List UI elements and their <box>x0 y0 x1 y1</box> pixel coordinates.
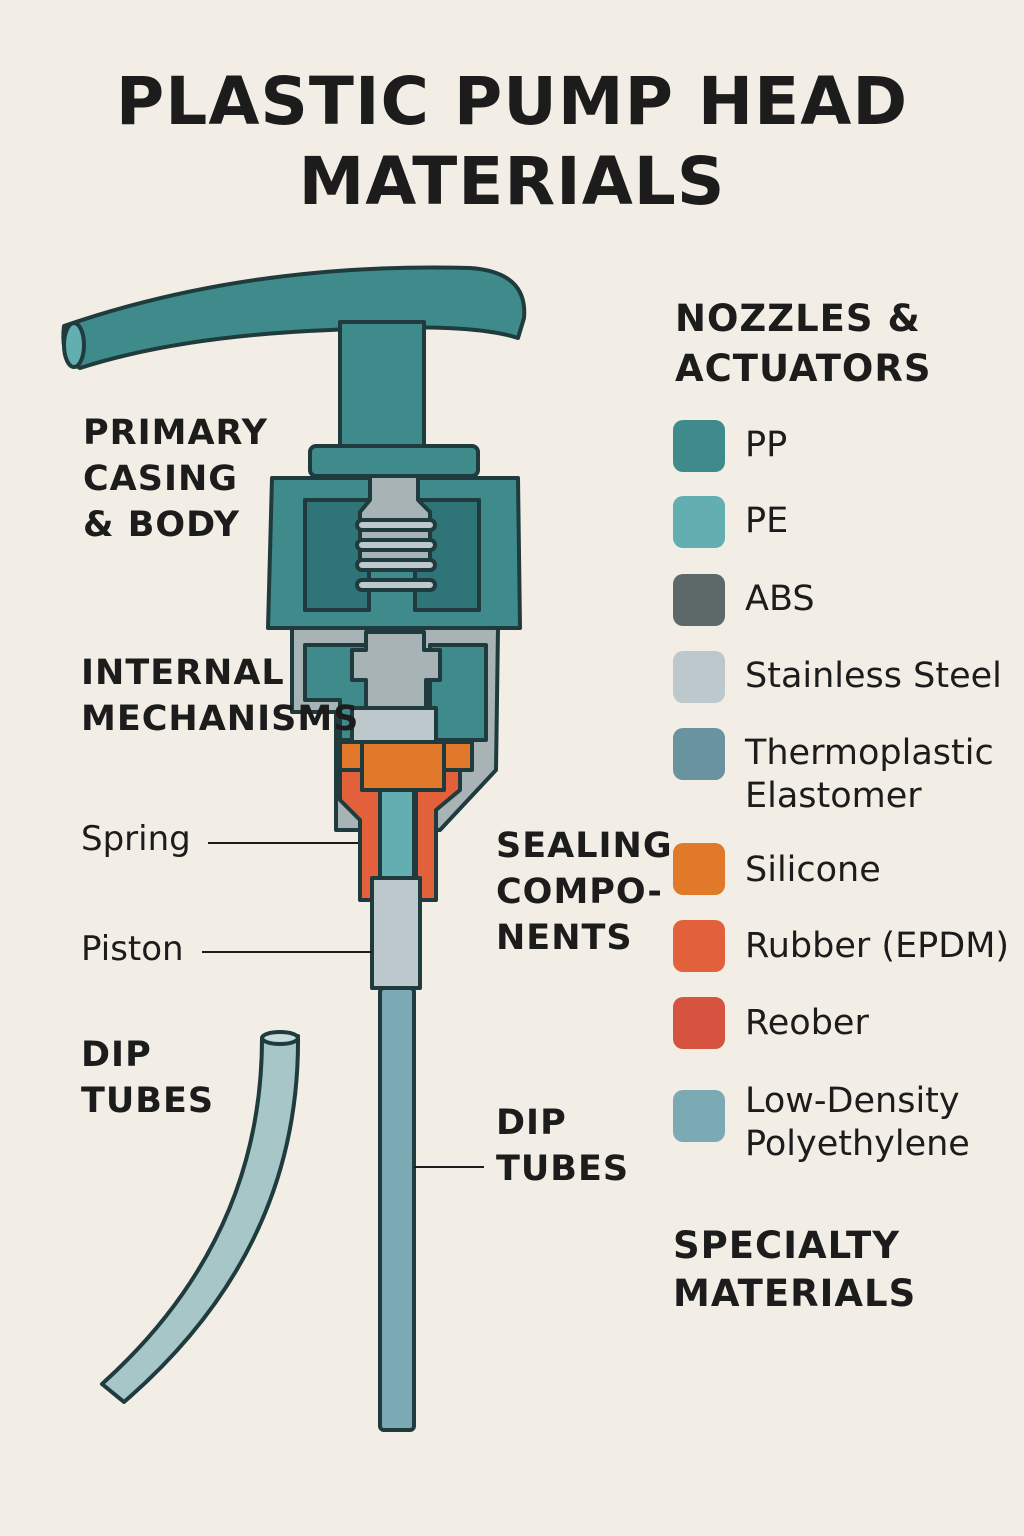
sealing-components-label: SEALING COMPO- NENTS <box>496 823 673 961</box>
label-line: MECHANISMS <box>81 699 360 739</box>
piston <box>370 876 422 990</box>
label-line: DIP <box>81 1035 152 1075</box>
legend-label: Stainless Steel <box>745 656 1002 696</box>
legend-label: Low-Density Polyethylene <box>745 1081 970 1164</box>
swatch-pp <box>673 420 725 472</box>
label-line: TUBES <box>496 1149 630 1189</box>
swatch-reober <box>673 997 725 1049</box>
label-line: INTERNAL <box>81 653 285 693</box>
legend-label: Thermoplastic Elastomer <box>745 733 994 816</box>
piston-label: Piston <box>81 929 184 969</box>
spring-label: Spring <box>81 819 191 859</box>
title-line-2: MATERIALS <box>298 143 726 220</box>
label-line: MATERIALS <box>673 1272 917 1315</box>
label-line: NOZZLES & <box>675 297 921 340</box>
primary-casing-label: PRIMARY CASING & BODY <box>83 410 268 548</box>
dip-tubes-right-label: DIP TUBES <box>496 1100 629 1192</box>
swatch-stainless-steel <box>673 651 725 703</box>
label-line: SPECIALTY <box>673 1224 901 1267</box>
loose-dip-tube <box>100 1034 301 1404</box>
page-title: PLASTIC PUMP HEAD MATERIALS <box>0 62 1024 222</box>
swatch-rubber-epdm <box>673 920 725 972</box>
label-line: ACTUATORS <box>675 347 932 390</box>
swatch-ldpe <box>673 1090 725 1142</box>
swatch-silicone <box>673 843 725 895</box>
title-line-1: PLASTIC PUMP HEAD <box>115 63 909 140</box>
label-line: & BODY <box>83 505 240 545</box>
actuator-stem <box>338 320 426 452</box>
legend-label: PE <box>745 501 789 541</box>
dip-tube <box>378 986 416 1432</box>
label-line: CASING <box>83 459 239 499</box>
label-line: NENTS <box>496 918 633 958</box>
legend-label: ABS <box>745 579 815 619</box>
swatch-tpe <box>673 728 725 780</box>
specialty-materials-heading: SPECIALTY MATERIALS <box>673 1222 916 1318</box>
swatch-pe <box>673 496 725 548</box>
label-line: COMPO- <box>496 872 663 912</box>
actuator-nozzle <box>61 265 527 370</box>
swatch-abs <box>673 574 725 626</box>
nozzles-actuators-heading: NOZZLES & ACTUATORS <box>675 294 932 394</box>
internal-mechanisms-label: INTERNAL MECHANISMS <box>81 650 359 742</box>
label-line: TUBES <box>81 1081 215 1121</box>
label-line: PRIMARY <box>83 413 268 453</box>
spring <box>355 518 437 592</box>
legend-label: PP <box>745 425 788 465</box>
legend-label: Rubber (EPDM) <box>745 926 1010 966</box>
label-line: SEALING <box>496 826 673 866</box>
label-line: DIP <box>496 1103 567 1143</box>
dip-tubes-left-label: DIP TUBES <box>81 1032 214 1124</box>
rubber-seal <box>338 768 462 902</box>
legend-label: Silicone <box>745 850 881 890</box>
legend-label: Reober <box>745 1003 869 1043</box>
